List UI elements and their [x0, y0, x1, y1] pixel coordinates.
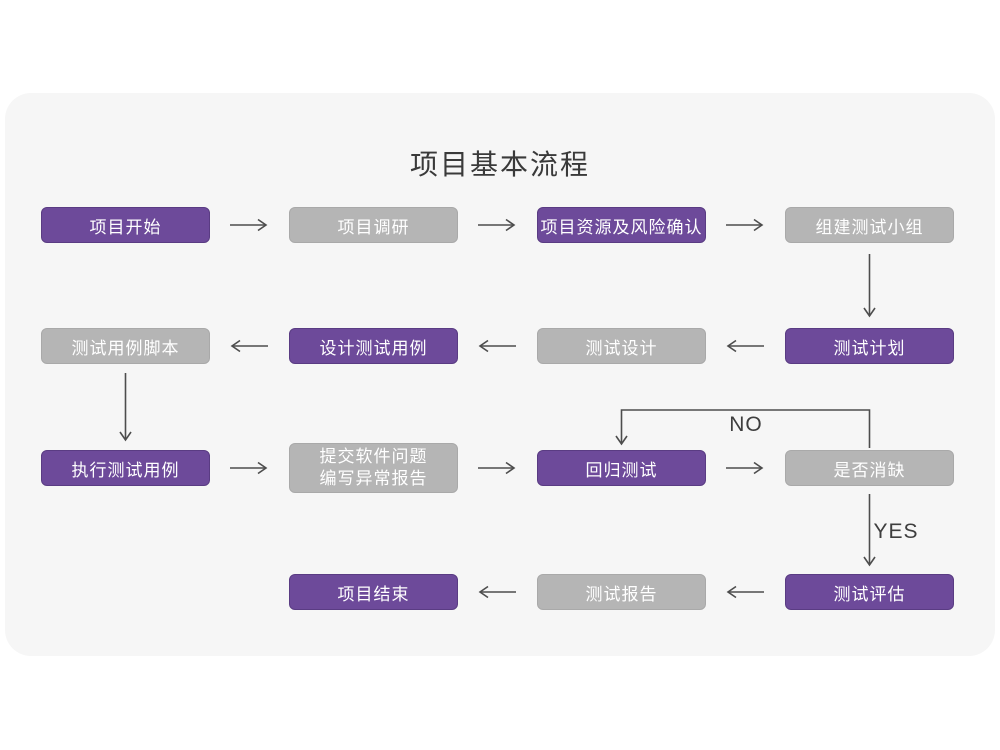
flow-node-project-end: 项目结束 — [289, 574, 458, 610]
flow-node-label: 测试设计 — [585, 338, 658, 358]
flow-node-label: 测试用例脚本 — [71, 338, 180, 358]
flow-node-design-test-case: 设计测试用例 — [289, 328, 458, 364]
flow-node-defect-cleared-check: 是否消缺 — [785, 450, 954, 486]
flow-node-label: 项目资源及风险确认 — [540, 217, 703, 237]
flow-node-project-research: 项目调研 — [289, 207, 458, 243]
flow-node-label: 测试评估 — [833, 584, 906, 604]
flow-node-execute-test-case: 执行测试用例 — [41, 450, 210, 486]
flow-node-label: 设计测试用例 — [319, 338, 428, 358]
flow-node-resource-risk-confirm: 项目资源及风险确认 — [537, 207, 706, 243]
flow-node-test-evaluate: 测试评估 — [785, 574, 954, 610]
flow-node-test-design: 测试设计 — [537, 328, 706, 364]
flow-node-test-case-script: 测试用例脚本 — [41, 328, 210, 364]
flow-node-label-line1: 提交软件问题 — [319, 447, 428, 466]
flow-node-label-line2: 编写异常报告 — [319, 469, 428, 488]
flow-node-label: 执行测试用例 — [71, 460, 180, 480]
flow-node-label: 测试计划 — [833, 338, 906, 358]
flow-node-label: 项目调研 — [337, 217, 410, 237]
page-title: 项目基本流程 — [409, 149, 590, 180]
arrow-no-loop-defectcheck-to-regression — [615, 409, 871, 448]
flow-node-project-start: 项目开始 — [41, 207, 210, 243]
flow-node-test-report: 测试报告 — [537, 574, 706, 610]
flow-node-build-test-team: 组建测试小组 — [785, 207, 954, 243]
flow-node-regression-test: 回归测试 — [537, 450, 706, 486]
flow-node-label: 测试报告 — [585, 584, 658, 604]
flow-node-label: 项目开始 — [89, 217, 162, 237]
flow-node-label: 项目结束 — [337, 584, 410, 604]
edge-label-yes: YES — [873, 520, 919, 543]
edge-label-no: NO — [729, 413, 763, 436]
flow-node-submit-issue-report: 提交软件问题 编写异常报告 — [289, 443, 458, 493]
flow-node-label: 组建测试小组 — [815, 217, 924, 237]
flow-node-label: 回归测试 — [585, 460, 658, 480]
flow-node-test-plan: 测试计划 — [785, 328, 954, 364]
flowchart-card-background — [5, 93, 995, 656]
flow-node-label: 是否消缺 — [833, 460, 906, 480]
